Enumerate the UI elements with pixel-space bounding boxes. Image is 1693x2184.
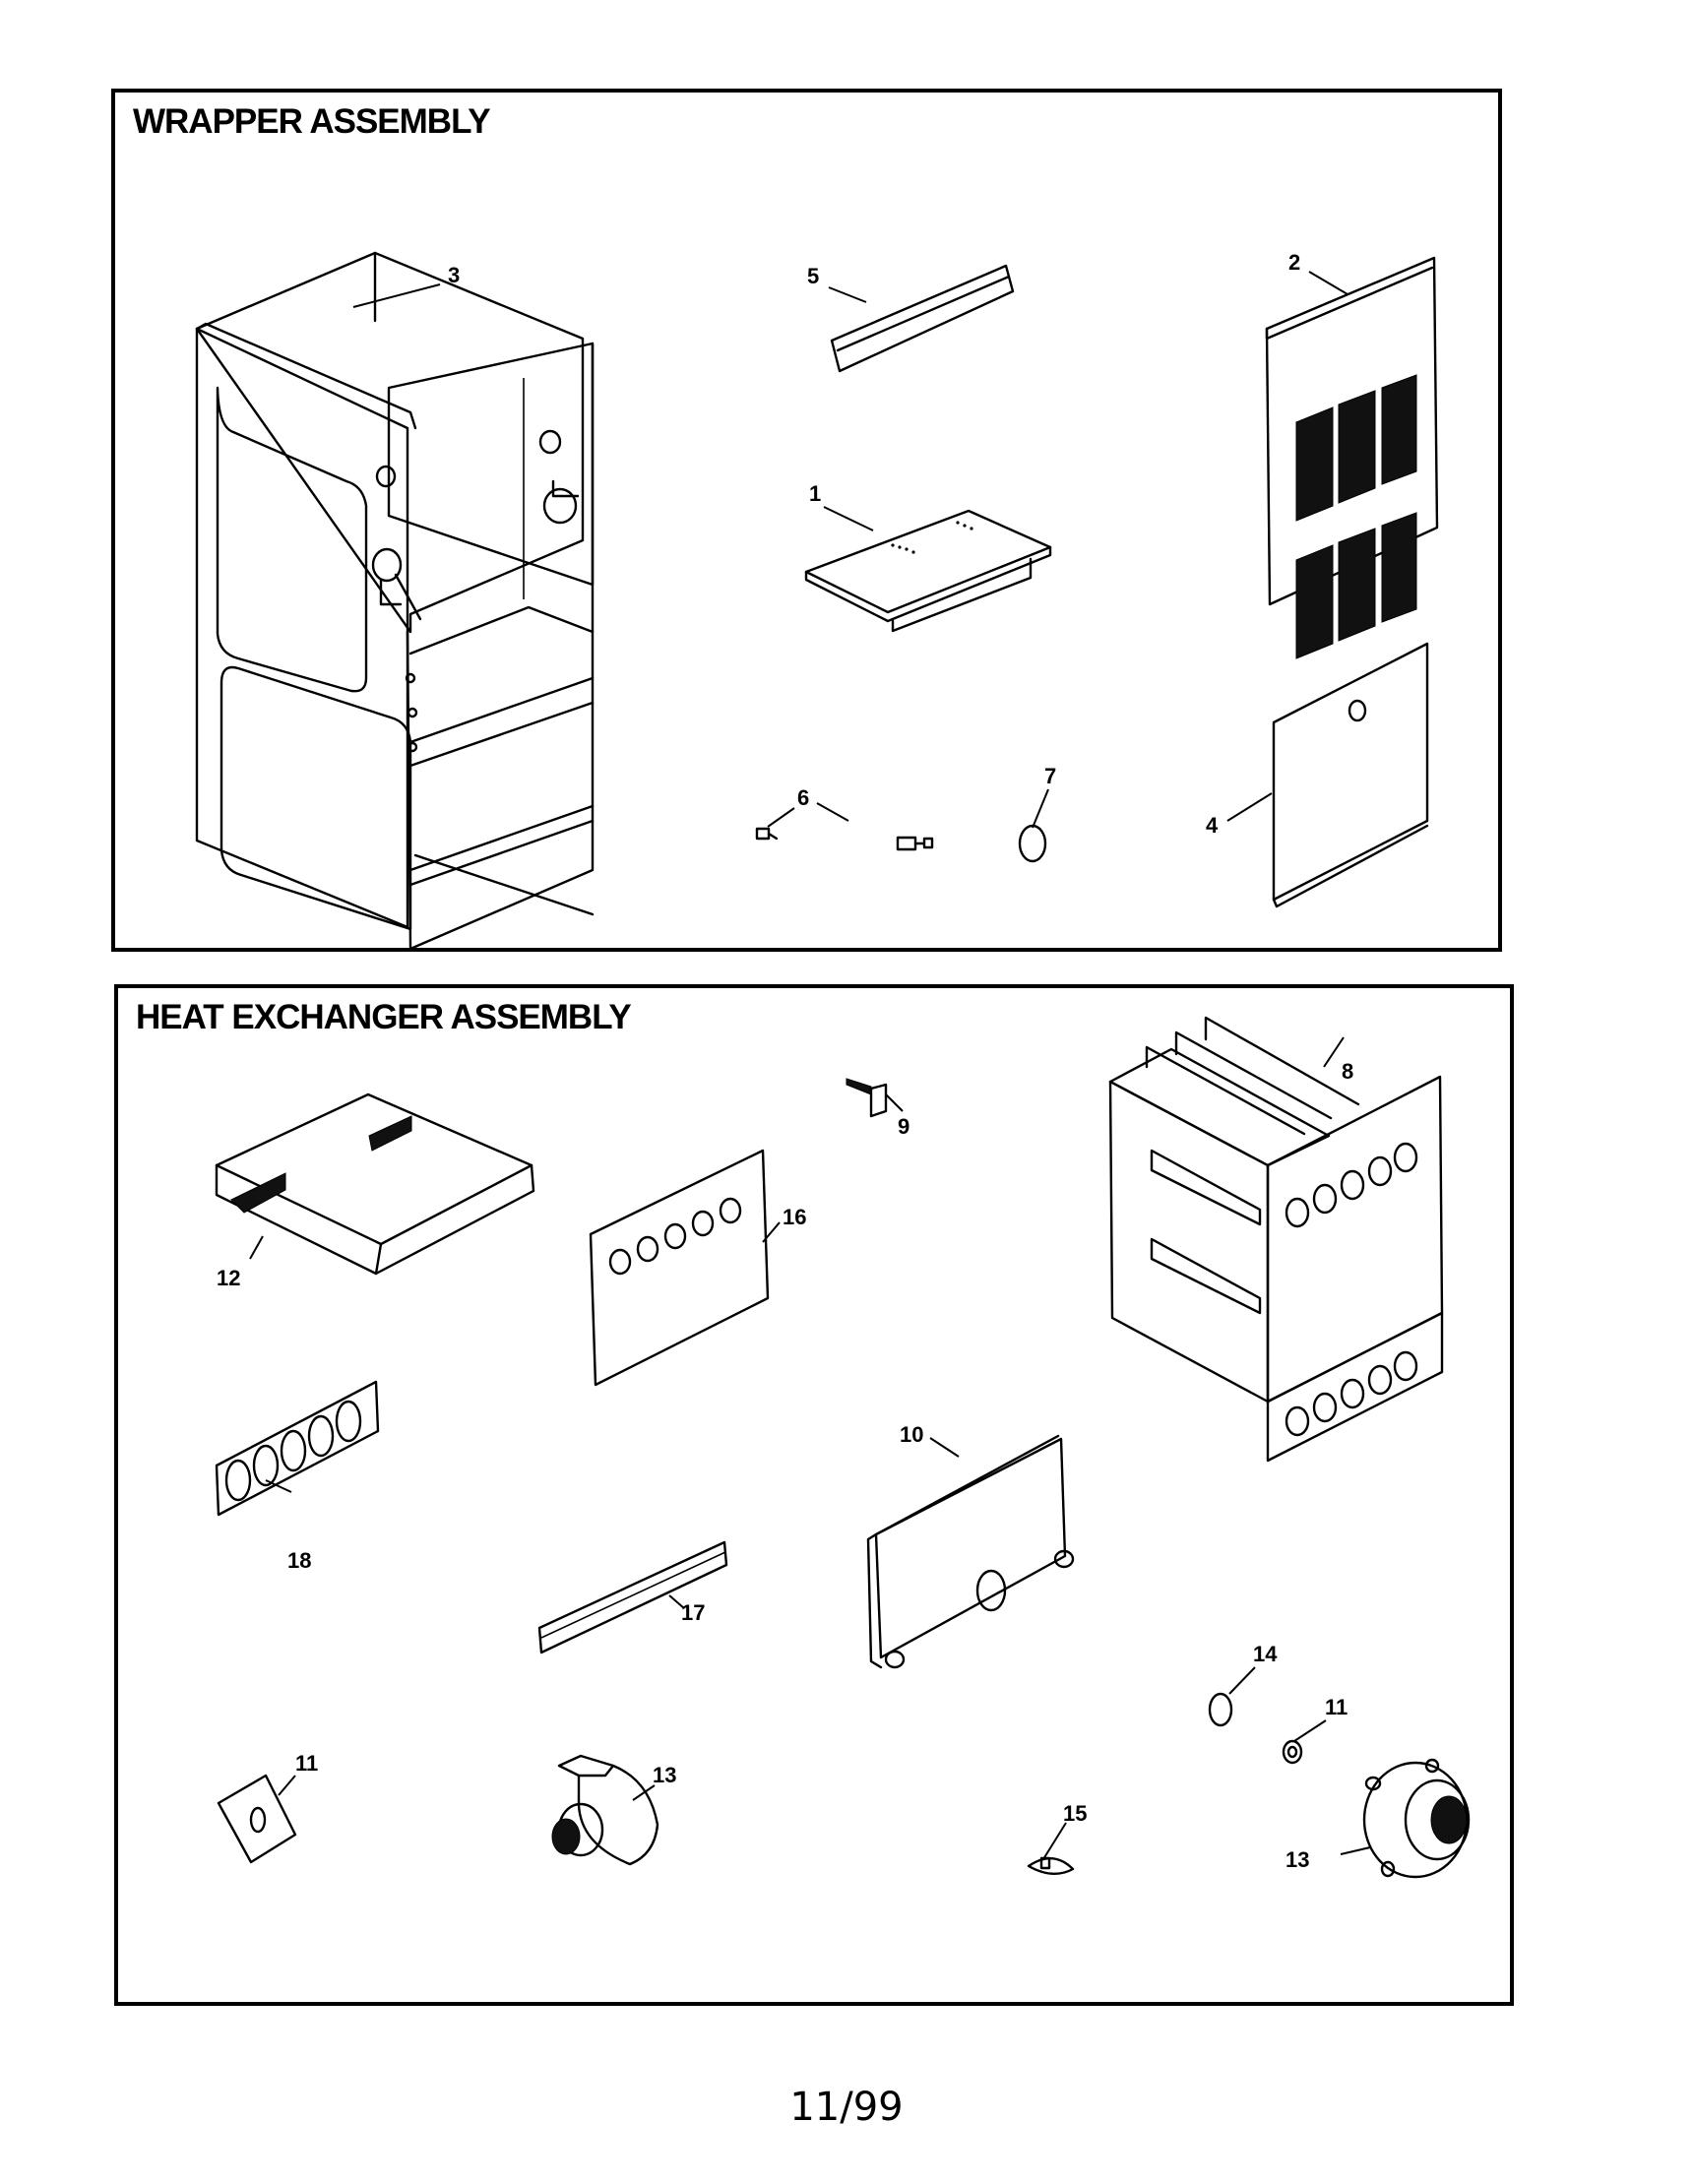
part-17-callout: 17 (681, 1600, 705, 1625)
part-14-callout: 14 (1253, 1642, 1278, 1666)
heat-exchanger-assembly-drawing: 12 9 16 (215, 1016, 1471, 1879)
part-11a-callout: 11 (295, 1751, 318, 1776)
part-14-o-ring (1208, 1692, 1233, 1727)
part-6-leader-line-b (816, 802, 849, 822)
part-6-callout: 6 (797, 785, 809, 810)
part-8-heat-exchanger (1108, 1016, 1444, 1463)
part-1-callout: 1 (809, 481, 821, 506)
part-11-washer (1282, 1739, 1303, 1765)
part-7-leader-line (1032, 788, 1049, 829)
part-10-callout: 10 (900, 1422, 923, 1447)
page-number: 11/99 (789, 2085, 904, 2130)
part-11a-leader-line (278, 1775, 296, 1796)
part-15-bracket (1027, 1856, 1075, 1875)
heat-exchanger-assembly-title: HEAT EXCHANGER ASSEMBLY (136, 998, 632, 1036)
part-18-callout: 18 (287, 1548, 311, 1573)
part-9-sensor (846, 1078, 888, 1118)
part-8-callout: 8 (1342, 1059, 1353, 1084)
part-11-plate-gasket (217, 1774, 297, 1864)
part-13a-leader-line (632, 1784, 656, 1801)
part-5-leader-line (828, 286, 867, 303)
part-5-callout: 5 (807, 264, 819, 288)
part-12-burner-box (215, 1092, 535, 1276)
part-14-leader-line (1228, 1666, 1256, 1695)
part-7-ring (1018, 824, 1047, 863)
part-15-callout: 15 (1063, 1801, 1087, 1826)
part-17-leader-line (668, 1594, 685, 1609)
part-16-panel (589, 1149, 770, 1387)
part-12-callout: 12 (217, 1266, 240, 1290)
part-1-leader-line (823, 506, 874, 531)
part-4-leader-line (1226, 792, 1273, 822)
part-9-leader-line (885, 1093, 904, 1112)
part-9-callout: 9 (898, 1114, 909, 1139)
part-10-collector-box (866, 1434, 1075, 1669)
part-7-callout: 7 (1044, 764, 1056, 788)
part-16-callout: 16 (783, 1205, 806, 1229)
part-4-panel (1272, 642, 1429, 908)
part-11b-leader-line (1293, 1719, 1327, 1742)
part-2-callout: 2 (1288, 250, 1300, 275)
wrapper-assembly-title: WRAPPER ASSEMBLY (133, 102, 491, 141)
part-4-callout: 4 (1206, 813, 1219, 838)
part-5-rail (830, 264, 1015, 373)
wrapper-assembly-panel: WRAPPER ASSEMBLY (111, 89, 1502, 952)
part-10-leader-line (929, 1437, 960, 1458)
wrapper-assembly-drawing: 3 5 1 2 (195, 250, 1439, 951)
part-2-louvered-door (1265, 256, 1439, 659)
part-2-leader-line (1308, 271, 1348, 295)
part-6-fasteners (755, 827, 934, 851)
part-1-panel (804, 509, 1052, 633)
part-8-leader-line (1323, 1036, 1345, 1068)
heat-exchanger-assembly-panel: HEAT EXCHANGER ASSEMBLY 12 9 16 (114, 984, 1514, 2006)
part-13b-leader-line (1340, 1846, 1371, 1855)
part-13a-callout: 13 (653, 1763, 676, 1787)
part-13b-callout: 13 (1285, 1847, 1309, 1872)
part-13-inducer-motor-right (1362, 1758, 1471, 1879)
part-17-manifold-strip (537, 1540, 728, 1654)
part-3-cabinet-wrapper (195, 251, 595, 951)
part-3-leader-line (352, 283, 441, 308)
part-15-leader-line (1042, 1822, 1067, 1860)
part-18-leader-line (265, 1479, 292, 1493)
part-3-callout: 3 (448, 263, 460, 287)
part-13-inducer-blower-left (551, 1754, 659, 1866)
part-6-leader-line-a (767, 807, 795, 828)
part-16-leader-line (762, 1221, 781, 1243)
part-12-leader-line (249, 1235, 264, 1260)
part-11b-callout: 11 (1325, 1695, 1348, 1719)
part-18-gasket (215, 1380, 380, 1517)
